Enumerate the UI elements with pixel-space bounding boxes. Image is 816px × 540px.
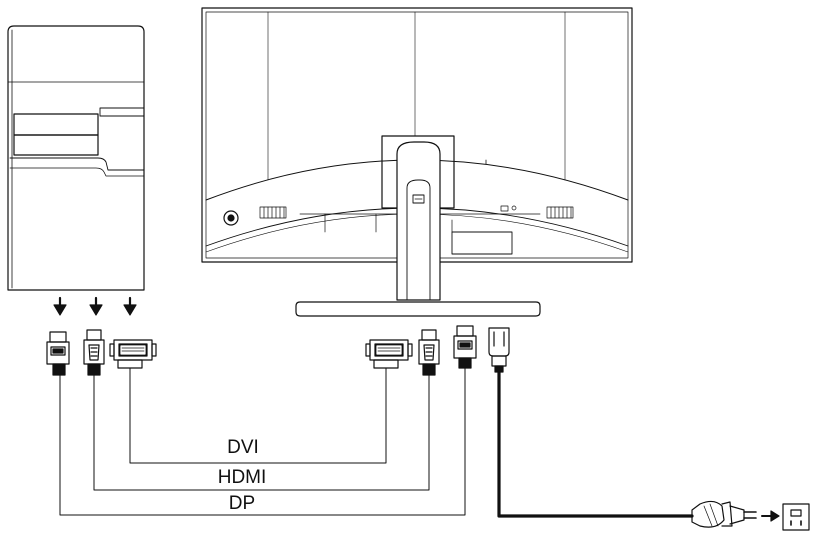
cable-lines — [59, 367, 694, 518]
dp-cable-label: DP — [224, 494, 260, 514]
iec-power-connector-icon — [488, 327, 510, 373]
hdmi-connector-icon — [418, 329, 440, 376]
pc-tower-icon — [7, 25, 145, 291]
arrow-right-icon — [761, 510, 780, 522]
dvi-connector-icon — [365, 339, 413, 369]
power-plug-icon — [691, 500, 757, 528]
wall-outlet-icon — [782, 503, 810, 531]
monitor-stand-icon — [295, 135, 541, 317]
displayport-connector-icon — [46, 331, 70, 376]
arrow-down-icon — [53, 296, 137, 316]
dvi-connector-icon — [109, 339, 157, 369]
displayport-connector-icon — [453, 325, 477, 369]
dvi-cable-label: DVI — [223, 438, 263, 458]
hdmi-connector-icon — [83, 329, 105, 376]
hdmi-cable-label: HDMI — [213, 468, 271, 488]
